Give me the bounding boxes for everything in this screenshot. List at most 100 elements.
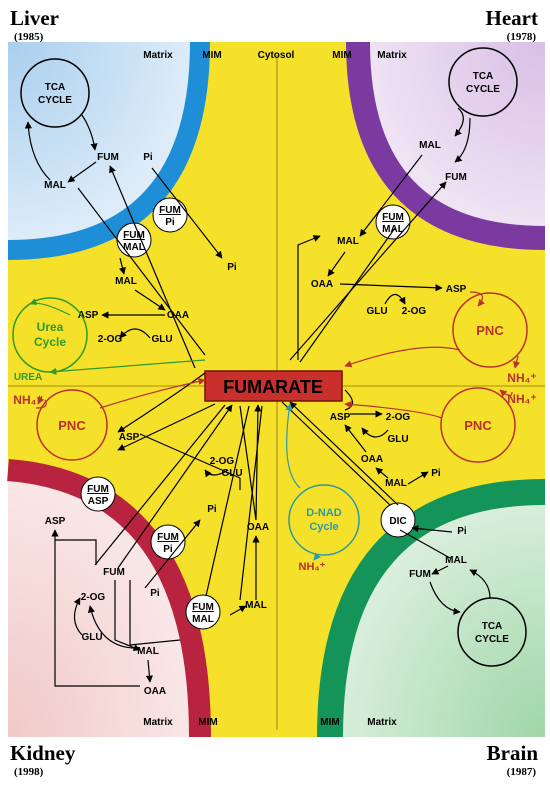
urea-line2: Cycle [34,335,66,349]
kidney-carrier-c-bottom: MAL [192,614,214,625]
brain-dic-label: DIC [389,516,406,527]
cytosol-label: Cytosol [258,50,295,61]
kidney-asp: ASP [45,516,66,527]
brain-tca-line2: CYCLE [475,634,509,645]
liver-mim [7,41,210,260]
liver-carrier-a-top: FUM [159,205,181,216]
brain-fum: FUM [409,569,431,580]
brain-asp: ASP [330,412,351,423]
brain-tca-cycle [457,597,527,667]
brain-title: Brain [486,741,538,765]
brain-pathway: ASP 2-OG GLU OAA MAL Pi PNC D-NAD Cycle … [281,387,527,667]
heart-glu: GLU [366,306,387,317]
liver-matrix-label: Matrix [143,50,173,61]
heart-carrier-fum-mal [375,204,411,240]
brain-matrix-label: Matrix [367,717,397,728]
kidney-carrier-a-top: FUM [87,484,109,495]
heart-tca-cycle [448,47,518,117]
heart-pnc-circle [452,292,528,368]
dnad-line1: D-NAD [306,507,341,519]
heart-fum: FUM [445,172,467,183]
brain-pi-top: Pi [431,468,441,479]
kidney-asp-top: ASP [119,432,140,443]
heart-mim-label: MIM [332,50,351,61]
brain-mim [317,479,546,738]
brain-nh4: NH₄⁺ [299,561,326,573]
kidney-matrix [8,470,200,737]
heart-carrier-top: FUM [382,212,404,223]
heart-nh4-top: NH₄⁺ [507,371,536,385]
kidney-carrier-b-top: FUM [157,532,179,543]
liver-title: Liver [10,6,59,30]
liver-mal-cyto: MAL [115,276,137,287]
liver-mim-label: MIM [202,50,221,61]
kidney-pnc-circle [36,389,108,461]
kidney-year: (1998) [14,766,44,778]
kidney-pi: Pi [207,504,217,515]
liver-glu: GLU [151,334,172,345]
heart-tca-line1: TCA [473,71,494,82]
liver-asp: ASP [78,310,99,321]
kidney-nh4: NH₄⁺ [13,393,42,407]
kidney-carrier-fum-mal [185,594,221,630]
brain-pi: Pi [457,526,467,537]
kidney-title: Kidney [10,741,76,765]
heart-pathway: TCA CYCLE MAL FUM FUM MAL MAL OAA ASP GL… [289,47,537,406]
liver-2og: 2-OG [98,334,123,345]
liver-carrier-a-bottom: Pi [165,217,175,228]
brain-mal-matrix: MAL [445,555,467,566]
brain-pnc-label: PNC [464,418,492,433]
kidney-glu-matrix: GLU [81,632,102,643]
brain-tca-line1: TCA [482,621,503,632]
heart-title: Heart [485,6,538,30]
kidney-pnc-label: PNC [58,418,86,433]
liver-carrier-b-top: FUM [123,230,145,241]
liver-oaa: OAA [167,310,189,321]
liver-tca-line2: CYCLE [38,95,72,106]
heart-tca-line2: CYCLE [466,84,500,95]
liver-pathway: TCA CYCLE FUM MAL Pi Pi FUM Pi FUM MAL M… [12,58,237,383]
liver-mal: MAL [44,180,66,191]
kidney-carrier-c-top: FUM [192,602,214,613]
heart-mim [346,41,546,250]
heart-oaa: OAA [311,279,333,290]
kidney-carrier-b-bottom: Pi [163,544,173,555]
heart-asp: ASP [446,284,467,295]
kidney-glu: GLU [221,468,242,479]
heart-matrix-label: Matrix [377,50,407,61]
brain-mim-label: MIM [320,717,339,728]
liver-fum: FUM [97,152,119,163]
brain-dic-carrier [380,502,416,538]
liver-pi-top: Pi [143,152,153,163]
brain-2og: 2-OG [386,412,411,423]
brain-mal: MAL [385,478,407,489]
heart-mal-cyto: MAL [337,236,359,247]
dnad-cycle-circle [288,484,360,556]
kidney-carrier-fum-asp [80,476,116,512]
heart-pnc-label: PNC [476,323,504,338]
heart-year: (1978) [506,31,536,43]
dnad-line2: Cycle [309,521,338,533]
urea-line1: Urea [37,320,64,334]
kidney-pathway: NH₄⁺ PNC ASP 2-OG GLU FUM ASP ASP Pi FUM… [13,372,269,697]
kidney-mim-label: MIM [198,717,217,728]
kidney-matrix-label: Matrix [143,717,173,728]
fumarate-box [204,370,343,402]
liver-tca-line1: TCA [45,82,66,93]
brain-oaa: OAA [361,454,383,465]
urea-label: UREA [14,372,42,383]
kidney-carrier-a-bottom: ASP [88,496,109,507]
kidney-fum: FUM [103,567,125,578]
brain-year: (1987) [506,766,536,778]
brain-glu: GLU [387,434,408,445]
heart-nh4-bottom: NH₄⁺ [507,392,536,406]
liver-carrier-fum-pi [152,197,188,233]
kidney-oaa-right: OAA [247,522,269,533]
liver-tca-cycle [20,58,90,128]
kidney-oaa: OAA [144,686,166,697]
liver-year: (1985) [14,31,44,43]
kidney-pi-matrix: Pi [150,588,160,599]
kidney-mal: MAL [137,646,159,657]
